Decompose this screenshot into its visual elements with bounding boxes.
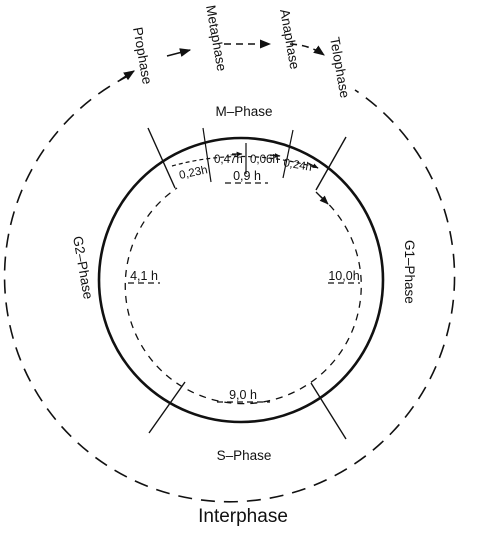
telophase-label: Telophase [327, 36, 352, 99]
tick-prophase-metaphase [202, 127, 212, 183]
inner-circle-arrowhead [315, 191, 329, 205]
m-phase-label: M–Phase [215, 104, 272, 119]
g2-phase-label: G2–Phase [70, 235, 96, 300]
duration-underlines [128, 182, 360, 403]
m-total-duration: 0,9 h [233, 169, 261, 183]
subphase-arrowhead-2 [269, 153, 281, 158]
boundary-s-start [148, 381, 186, 434]
anaphase-duration: 0,06h [250, 154, 279, 166]
boundary-m-g1 [315, 136, 347, 191]
metaphase-label: Metaphase [203, 4, 229, 72]
s-duration: 9,0 h [229, 388, 257, 402]
subphase-arrowhead-3 [307, 162, 319, 169]
mitosis-subphase-arrows [171, 155, 319, 169]
telophase-duration: 0,24h [282, 157, 312, 174]
s-phase-label: S–Phase [217, 448, 272, 463]
inner-dashed-circle [124, 187, 362, 405]
prophase-to-metaphase-arrow [166, 48, 192, 57]
cell-cycle-circle [97, 136, 385, 424]
g1-duration: 10,0h [328, 269, 359, 283]
boundary-g2-m [147, 127, 176, 189]
outer-ring-arrowhead [119, 70, 135, 81]
metaphase-duration: 0,47h [214, 154, 243, 166]
tick-anaphase-telophase [282, 129, 294, 179]
interphase-label: Interphase [198, 506, 288, 527]
g1-phase-label: G1–Phase [402, 240, 417, 304]
boundary-s-end [310, 382, 347, 440]
prophase-duration: 0,23h [178, 164, 209, 182]
prophase-label: Prophase [130, 26, 155, 86]
g2-duration: 4,1 h [130, 269, 158, 283]
anaphase-label: Anaphase [277, 8, 302, 70]
anaphase-to-telophase-arrow [289, 43, 325, 56]
outer-cycle-ring [3, 74, 456, 503]
